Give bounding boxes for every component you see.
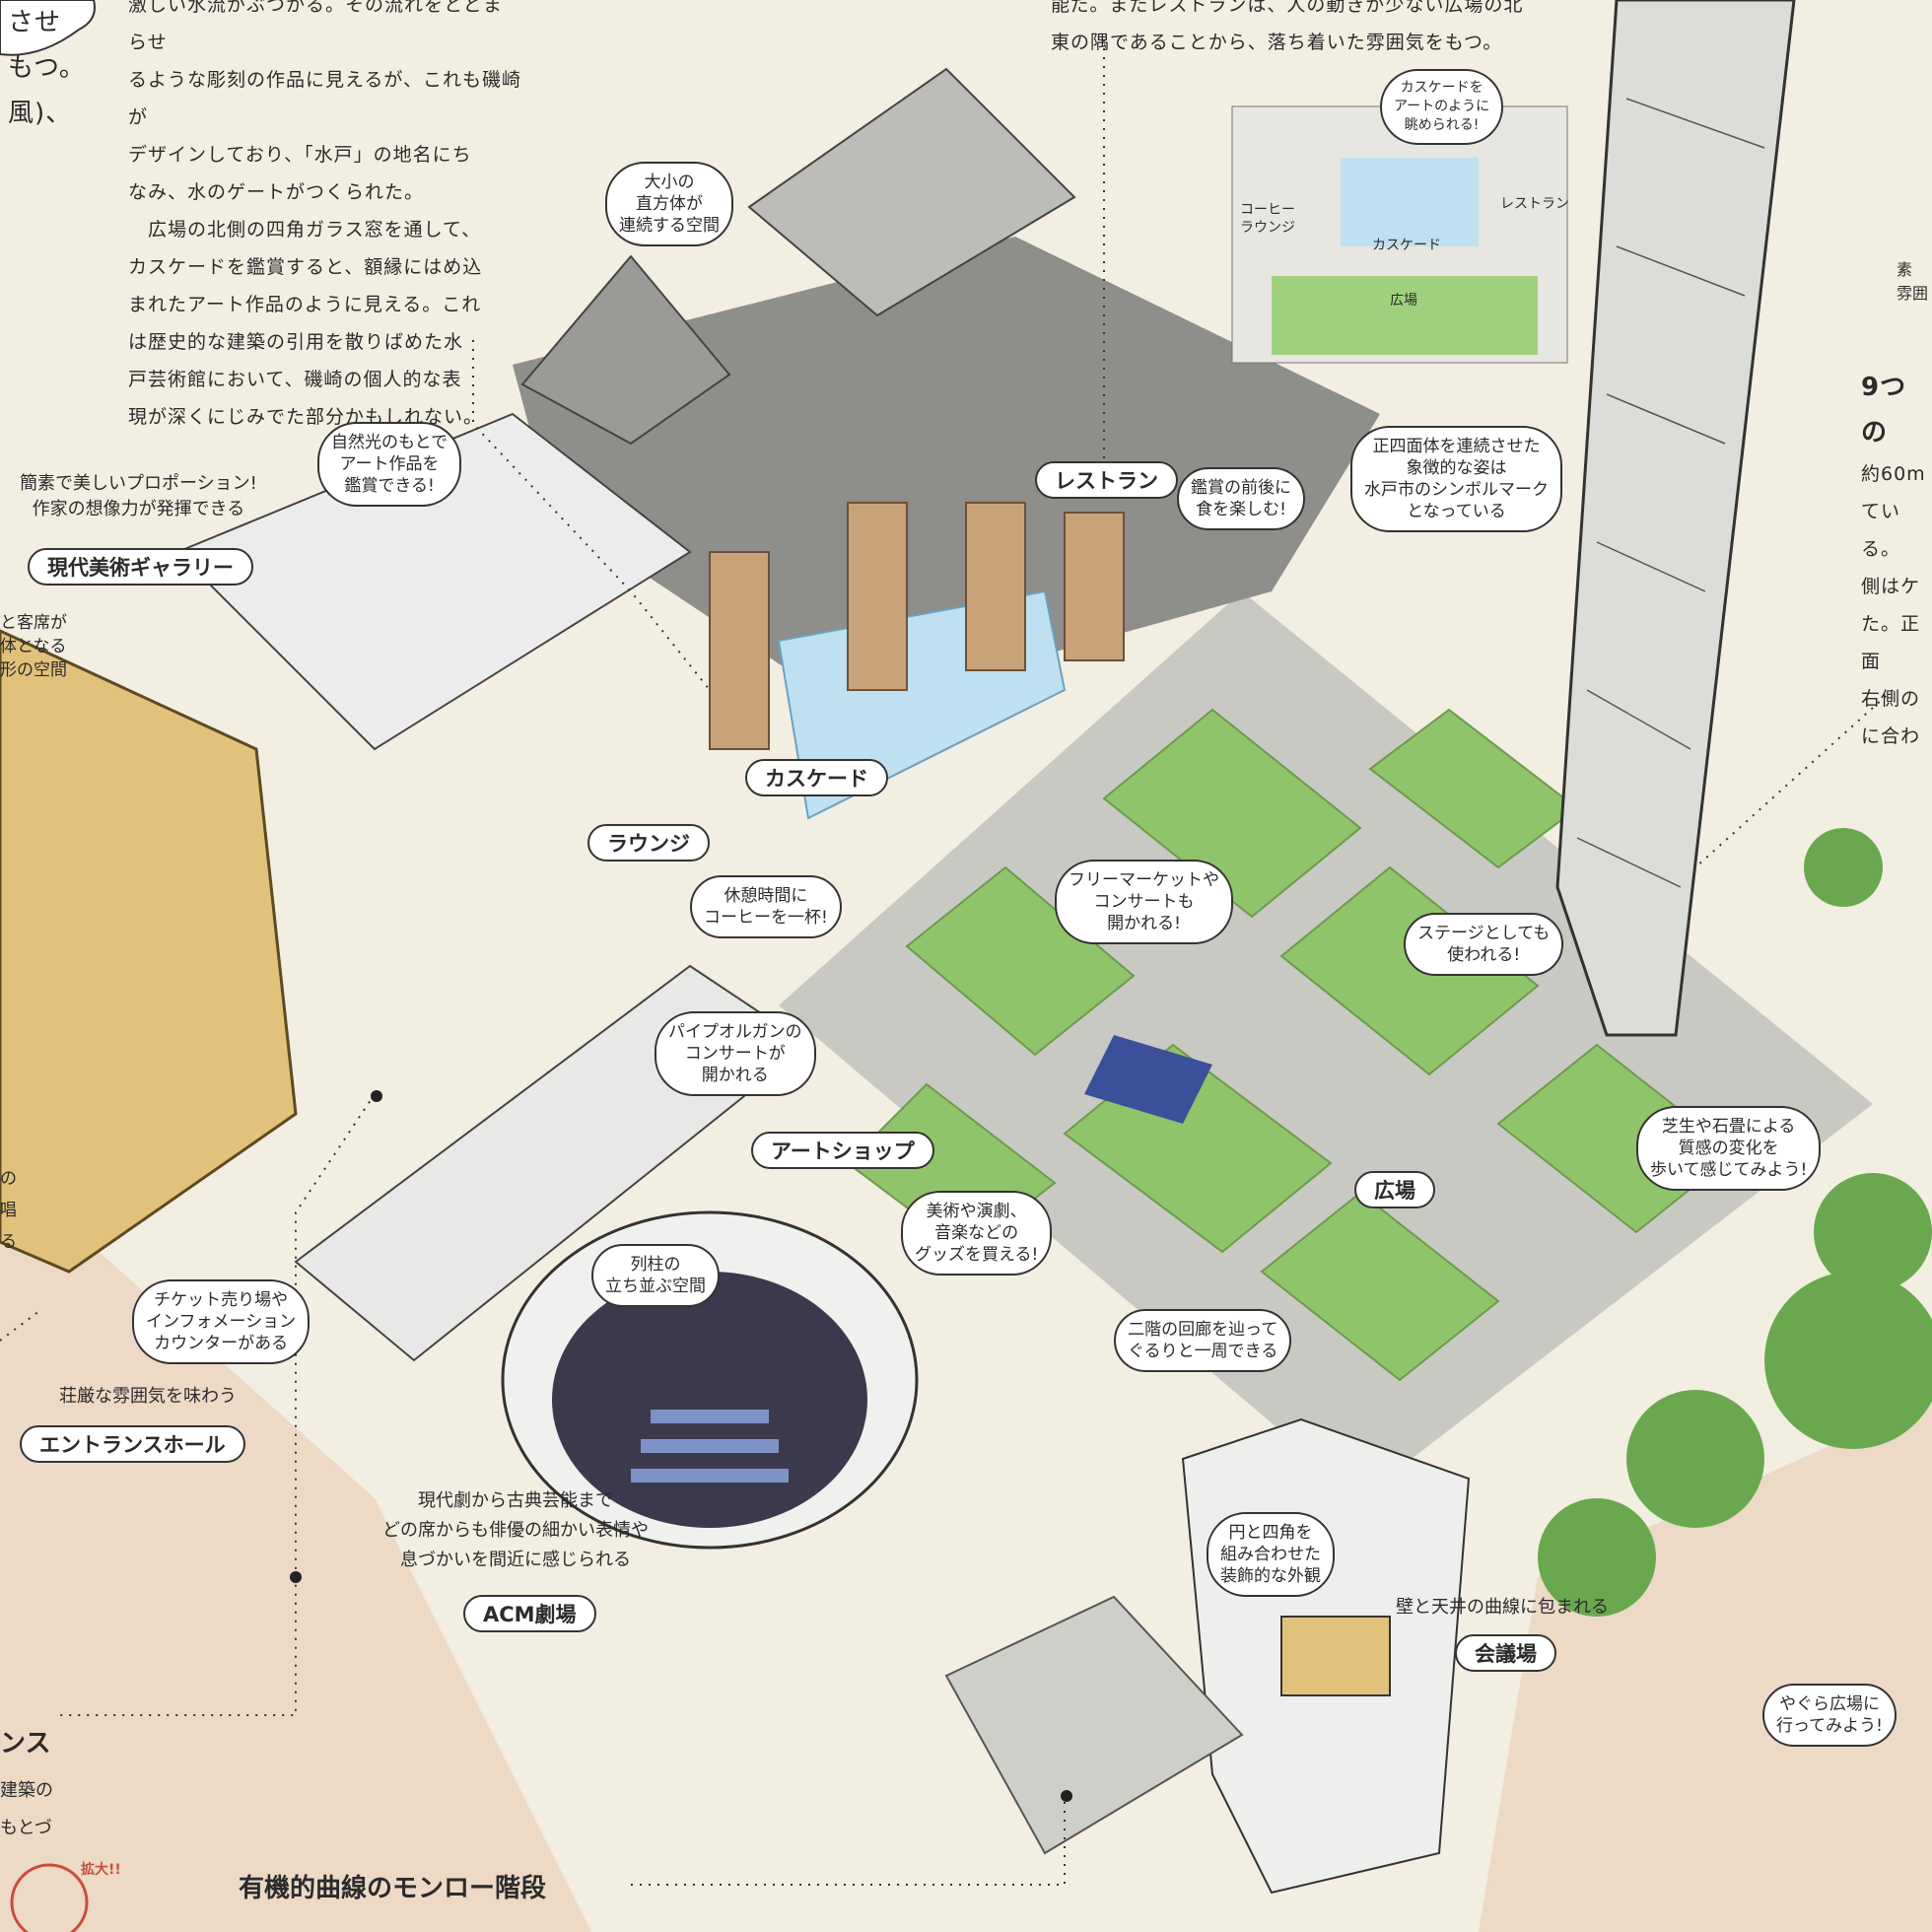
zoom-badge [10,1863,89,1932]
label-conference: 会議場 [1455,1634,1556,1672]
bubble-yagura: やぐら広場に行ってみよう! [1762,1684,1897,1747]
caption-acm: 現代劇から古典芸能までどの席からも俳優の細かい表情や息づかいを間近に感じられる [382,1490,649,1570]
label-restaurant: レストラン [1035,461,1178,499]
leader-lines [0,39,1894,1886]
bottom-left-lines: 建築の もとづ [0,1780,53,1838]
bubble-circle: 円と四角を組み合わせた装飾的な外観 [1207,1512,1335,1597]
bubble-natural-light: 自然光のもとでアート作品を鑑賞できる! [317,422,462,507]
bubble-corridor: 二階の回廊を辿ってぐるりと一周できる [1114,1309,1292,1372]
label-lounge: ラウンジ [587,824,710,862]
bubble-dine: 鑑賞の前後に食を楽しむ! [1177,467,1305,530]
right-edge-text: 9つの 約60m ている。 側はケ た。正面 右側の に合わ [1861,373,1926,747]
pyramid-roof [520,254,731,446]
left-edge-bubble: と客席が 体となる 形の空間 [0,613,67,680]
zoom-note: 拡大!! [81,1862,121,1878]
bubble-columns: 列柱の立ち並ぶ空間 [591,1244,720,1307]
acm-theatre-pit [552,1272,867,1528]
bubble-goods: 美術や演劇、音楽などのグッズを買える! [901,1191,1053,1276]
speech-fragment [0,0,96,56]
bubble-coffee: 休憩時間にコーヒーを一杯! [690,875,842,938]
article-right-top: 能だ。またレストランは、人の動きが少ない広場の北 東の隅であることから、落ち着い… [1051,0,1524,53]
gallery-roof [747,67,1076,317]
label-gallery: 現代美術ギャラリー [28,548,253,586]
bottom-left-heading: ンス [0,1729,51,1759]
article-paragraph: 激しい水流がぶつかる。その流れをとどまらせ るような彫刻の作品に見えるが、これも… [128,0,522,428]
bubble-ticket: チケット売り場やインフォメーションカウンターがある [132,1279,310,1364]
plaza-pavement [779,591,1873,1498]
trees [1538,828,1932,1617]
bubble-market: フリーマーケットやコンサートも開かれる! [1055,860,1233,944]
art-tower [1555,0,1796,1037]
caption-entrance: 荘厳な雰囲気を味わう [59,1386,237,1407]
label-entrance: エントランスホール [20,1425,245,1463]
inset-coffee: コーヒーラウンジ [1240,202,1295,236]
street-right [1479,1400,1932,1932]
monroe-stairs [944,1595,1244,1855]
caption-conference: 壁と天井の曲線に包まれる [1396,1597,1609,1618]
inset-cascade: カスケード [1372,238,1441,253]
tower-facets [1576,98,1765,888]
label-artshop: アートショップ [751,1132,934,1169]
right-edge-misc: 素 雰囲 [1897,260,1929,303]
concert-hall [0,629,298,1274]
leader-dot-1 [371,1090,382,1102]
acm-seats [631,1410,789,1483]
label-plaza: 広場 [1354,1171,1435,1208]
inset-plaza: 広場 [1390,293,1417,309]
bottom-heading: 有機的曲線のモンロー階段 [239,1874,547,1903]
bubble-tower: 正四面体を連続させた象徴的な姿は水戸市のシンボルマークとなっている [1350,426,1562,532]
left-edge-misc: の 唱 る [0,1169,17,1252]
inset-diagram [1231,105,1568,364]
inset-restaurant: レストラン [1500,196,1569,212]
bubble-lawn: 芝生や石畳による質感の変化を歩いて感じてみよう! [1636,1106,1822,1191]
left-top-text: させ もつ。 風)、 [8,8,86,128]
bubble-cubes: 大小の直方体が連続する空間 [605,162,733,246]
bubble-stage: ステージとしても使われる! [1404,913,1564,976]
cascade-stones [709,502,1125,750]
bubble-inset-view: カスケードをアートのように眺められる! [1380,69,1504,145]
bubble-organ: パイプオルガンのコンサートが開かれる [655,1011,816,1096]
label-cascade: カスケード [745,759,888,796]
conference-window [1280,1616,1391,1696]
leader-dot-3 [1061,1790,1072,1802]
market-tarp [1084,1035,1212,1124]
leader-dot-2 [290,1571,302,1583]
caption-gallery: 簡素で美しいプロポーション!作家の想像力が発揮できる [20,473,257,519]
label-acm: ACM劇場 [463,1595,596,1632]
